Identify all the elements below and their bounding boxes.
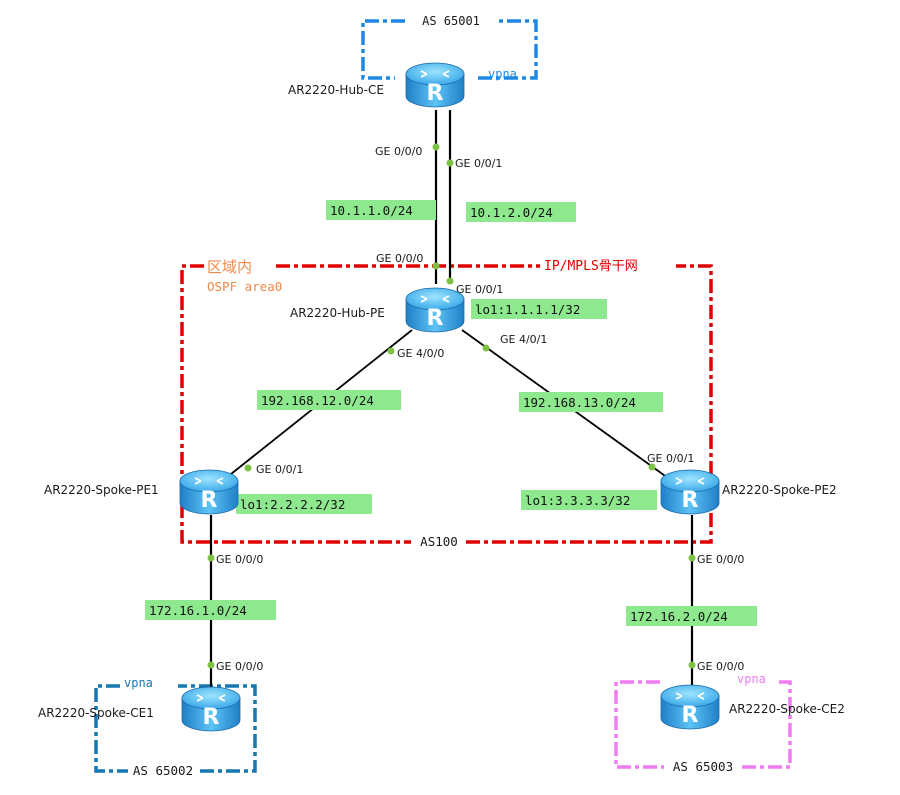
spoke1-domain-border: [94, 684, 257, 773]
ospf-area-label: OSPF area0: [207, 279, 282, 294]
iface-label: GE 0/0/1: [647, 452, 694, 465]
subnet-bg: [519, 392, 663, 412]
spoke2-domain: vpna AS 65003: [614, 672, 792, 774]
iface-label: GE 0/0/0: [375, 145, 422, 158]
port-dot: [207, 661, 215, 669]
iface-label: GE 0/0/0: [697, 660, 744, 673]
iface-label: GE 0/0/0: [697, 553, 744, 566]
subnet-bg: [257, 390, 401, 410]
loopback-bg: [471, 299, 607, 319]
subnet-label: 172.16.1.0/24: [149, 603, 247, 618]
port-dots: [207, 143, 696, 669]
subnet-label: 10.1.1.0/24: [330, 203, 413, 218]
spoke1-domain: vpna AS 65002: [94, 676, 257, 778]
hub-vpn-label: vpna: [488, 67, 517, 81]
port-dot: [207, 554, 215, 562]
router-spoke-pe1[interactable]: AR2220-Spoke-PE1: [44, 469, 239, 515]
loopback-label-spoke-pe1: lo1:2.2.2.2/32: [240, 497, 345, 512]
port-dot: [482, 344, 490, 352]
port-dot: [688, 661, 696, 669]
port-dot: [432, 262, 440, 270]
loopback-label-hub-pe: lo1:1.1.1.1/32: [475, 302, 580, 317]
router-spoke-pe2[interactable]: AR2220-Spoke-PE2: [660, 469, 837, 515]
interface-labels: GE 0/0/0 GE 0/0/1 GE 0/0/0 GE 0/0/1 GE 4…: [216, 145, 744, 673]
port-dot: [432, 143, 440, 151]
device-name: AR2220-Spoke-PE1: [44, 483, 159, 497]
loopback-bg: [236, 494, 372, 514]
loopback-label-spoke-pe2: lo1:3.3.3.3/32: [525, 493, 630, 508]
iface-label: GE 0/0/0: [376, 252, 423, 265]
port-dot: [648, 463, 656, 471]
router-spoke-ce2[interactable]: AR2220-Spoke-CE2: [660, 684, 845, 730]
subnet-bg: [326, 200, 436, 220]
hub-domain-border: [361, 19, 538, 80]
router-icon: [660, 684, 720, 730]
spoke1-as-label: AS 65002: [133, 763, 193, 778]
router-icon: [660, 469, 720, 515]
subnet-label: 172.16.2.0/24: [630, 609, 728, 624]
subnet-bg: [145, 600, 276, 620]
device-name: AR2220-Hub-CE: [288, 83, 384, 97]
iface-label: GE 0/0/1: [256, 463, 303, 476]
device-name: AR2220-Spoke-CE2: [729, 702, 845, 716]
iface-label: GE 0/0/0: [216, 553, 263, 566]
port-dot: [688, 554, 696, 562]
router-icon: [179, 469, 239, 515]
device-name: AR2220-Spoke-CE1: [38, 706, 154, 720]
backbone-as-label: AS100: [420, 534, 458, 549]
iface-label: GE 0/0/0: [216, 660, 263, 673]
backbone-region-label: 区域内: [207, 258, 252, 276]
subnet-bg: [626, 606, 757, 626]
spoke1-vpn-label: vpna: [124, 676, 153, 690]
backbone-border-part1: [180, 264, 713, 544]
router-hub-ce[interactable]: AR2220-Hub-CE: [288, 62, 465, 108]
router-icon: [405, 287, 465, 333]
iface-label: GE 0/0/1: [455, 157, 502, 170]
backbone-title: IP/MPLS骨干网: [544, 259, 638, 274]
device-name: AR2220-Hub-PE: [290, 306, 385, 320]
iface-label: GE 4/0/0: [397, 347, 444, 360]
router-hub-pe[interactable]: AR2220-Hub-PE: [290, 287, 465, 333]
subnet-label: 10.1.2.0/24: [470, 205, 553, 220]
iface-label: GE 0/0/1: [456, 283, 503, 296]
loopback-bg: [521, 490, 657, 510]
port-dot: [244, 464, 252, 472]
backbone-domain: IP/MPLS骨干网 区域内 OSPF area0 AS100: [180, 258, 713, 549]
subnet-label: 192.168.12.0/24: [261, 393, 374, 408]
router-spoke-ce1[interactable]: AR2220-Spoke-CE1: [38, 686, 241, 732]
router-icon: [181, 686, 241, 732]
subnet-labels: 10.1.1.0/24 10.1.2.0/24 192.168.12.0/24 …: [145, 200, 757, 626]
spoke2-as-label: AS 65003: [673, 759, 733, 774]
port-dot: [387, 347, 395, 355]
port-dot: [446, 277, 454, 285]
spoke2-vpn-label: vpna: [737, 672, 766, 686]
hub-as-label: AS 65001: [422, 14, 480, 28]
spoke2-domain-border: [614, 680, 792, 769]
subnet-bg: [466, 202, 576, 222]
iface-label: GE 4/0/1: [500, 333, 547, 346]
device-name: AR2220-Spoke-PE2: [722, 483, 837, 497]
router-icon: [405, 62, 465, 108]
subnet-label: 192.168.13.0/24: [523, 395, 636, 410]
hub-domain: AS 65001 vpna: [361, 14, 538, 81]
port-dot: [446, 159, 454, 167]
